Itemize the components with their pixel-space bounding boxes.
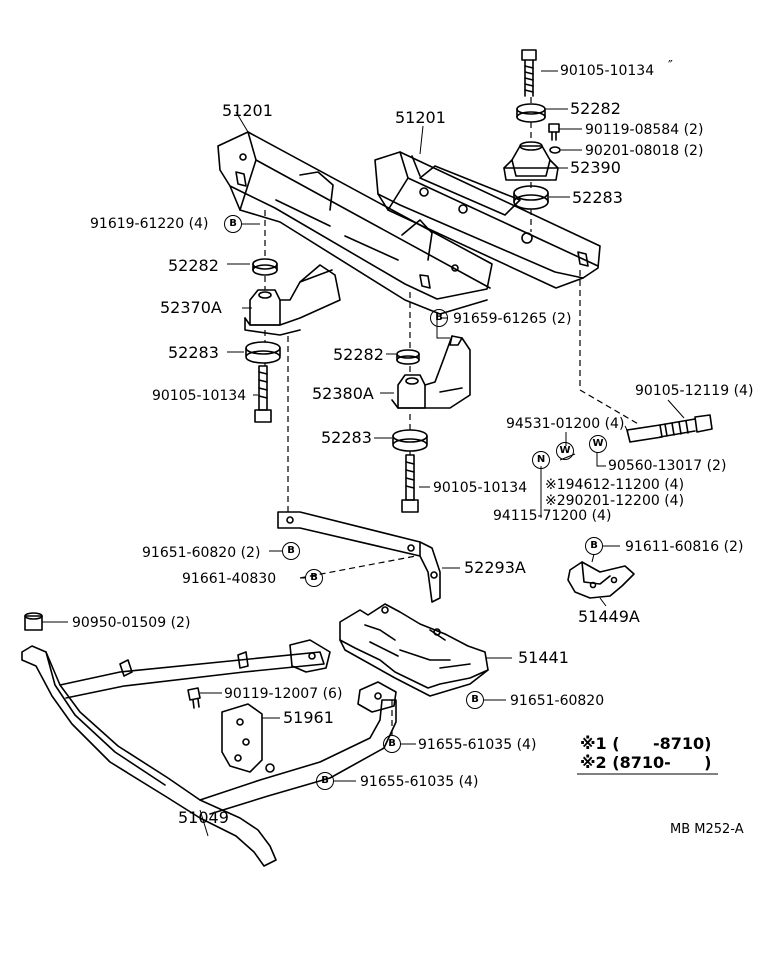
part-label-52282-left: 52282 [168,256,219,275]
marker-b: B [466,691,484,709]
stray-mark: ″ [668,59,673,74]
part-label-94612-11200: ※194612-11200 (4) [545,477,685,493]
marker-b: B [316,772,334,790]
part-label-91619-61220: 91619-61220 (4) [90,216,209,232]
part-label-51049: 51049 [178,808,229,827]
note-1: ※1 ( -8710) [580,734,712,753]
part-label-90119-08584: 90119-08584 (2) [585,122,704,138]
skid-plate-51441 [339,603,489,697]
marker-n: N [532,451,550,469]
part-label-91611-60816: 91611-60816 (2) [625,539,744,555]
part-label-94531-01200: 94531-01200 (4) [506,416,625,432]
part-label-91655-61035-b: 91655-61035 (4) [360,774,479,790]
part-label-90105-10134-top: 90105-10134 [560,63,655,79]
part-label-91659-61265: 91659-61265 (2) [453,311,572,327]
part-label-90950-01509: 90950-01509 (2) [72,615,191,631]
bracket-51449A [567,561,635,599]
note-2: ※2 (8710- ) [580,753,712,772]
part-label-90201-08018: 90201-08018 (2) [585,143,704,159]
marker-b: B [282,542,300,560]
part-label-52380A: 52380A [312,384,374,403]
part-label-90105-10134-left: 90105-10134 [152,388,247,404]
part-label-51441: 51441 [518,648,569,667]
part-label-52282-mid: 52282 [333,345,384,364]
part-label-90105-10134-mid: 90105-10134 [433,480,528,496]
part-label-90560-13017: 90560-13017 (2) [608,458,727,474]
part-label-51449A: 51449A [578,607,640,626]
marker-b: B [305,569,323,587]
mount-52370A [244,258,341,336]
marker-w: W [556,442,574,460]
part-label-90201-12200: ※290201-12200 (4) [545,493,685,509]
marker-b: B [430,309,448,327]
part-label-91661-40830: 91661-40830 [182,571,277,587]
part-label-52282-top: 52282 [570,99,621,118]
marker-b: B [224,215,242,233]
marker-w: W [589,435,607,453]
part-label-94115-71200: 94115-71200 (4) [493,508,612,524]
brace-52293A [277,511,441,603]
diagram-code: MB M252-A [670,822,744,837]
part-label-51961: 51961 [283,708,334,727]
crossmember-left [217,131,493,315]
frame-51049 [21,612,397,867]
part-label-91651-60820-a: 91651-60820 (2) [142,545,261,561]
part-label-91651-60820-b: 91651-60820 [510,693,605,709]
part-label-52283-left: 52283 [168,343,219,362]
mount-52380A [391,335,471,409]
part-label-51201-right: 51201 [395,108,446,127]
part-label-52293A: 52293A [464,558,526,577]
part-label-51201-left: 51201 [222,101,273,120]
part-label-90105-12119: 90105-12119 (4) [635,383,754,399]
part-label-91655-61035-a: 91655-61035 (4) [418,737,537,753]
crossmember-right [374,151,601,289]
part-label-52390: 52390 [570,158,621,177]
part-label-52370A: 52370A [160,298,222,317]
marker-b: B [585,537,603,555]
marker-b: B [383,735,401,753]
part-label-52283-top: 52283 [572,188,623,207]
part-label-52283-mid: 52283 [321,428,372,447]
bolt-top [521,49,537,97]
part-label-90119-12007: 90119-12007 (6) [224,686,343,702]
